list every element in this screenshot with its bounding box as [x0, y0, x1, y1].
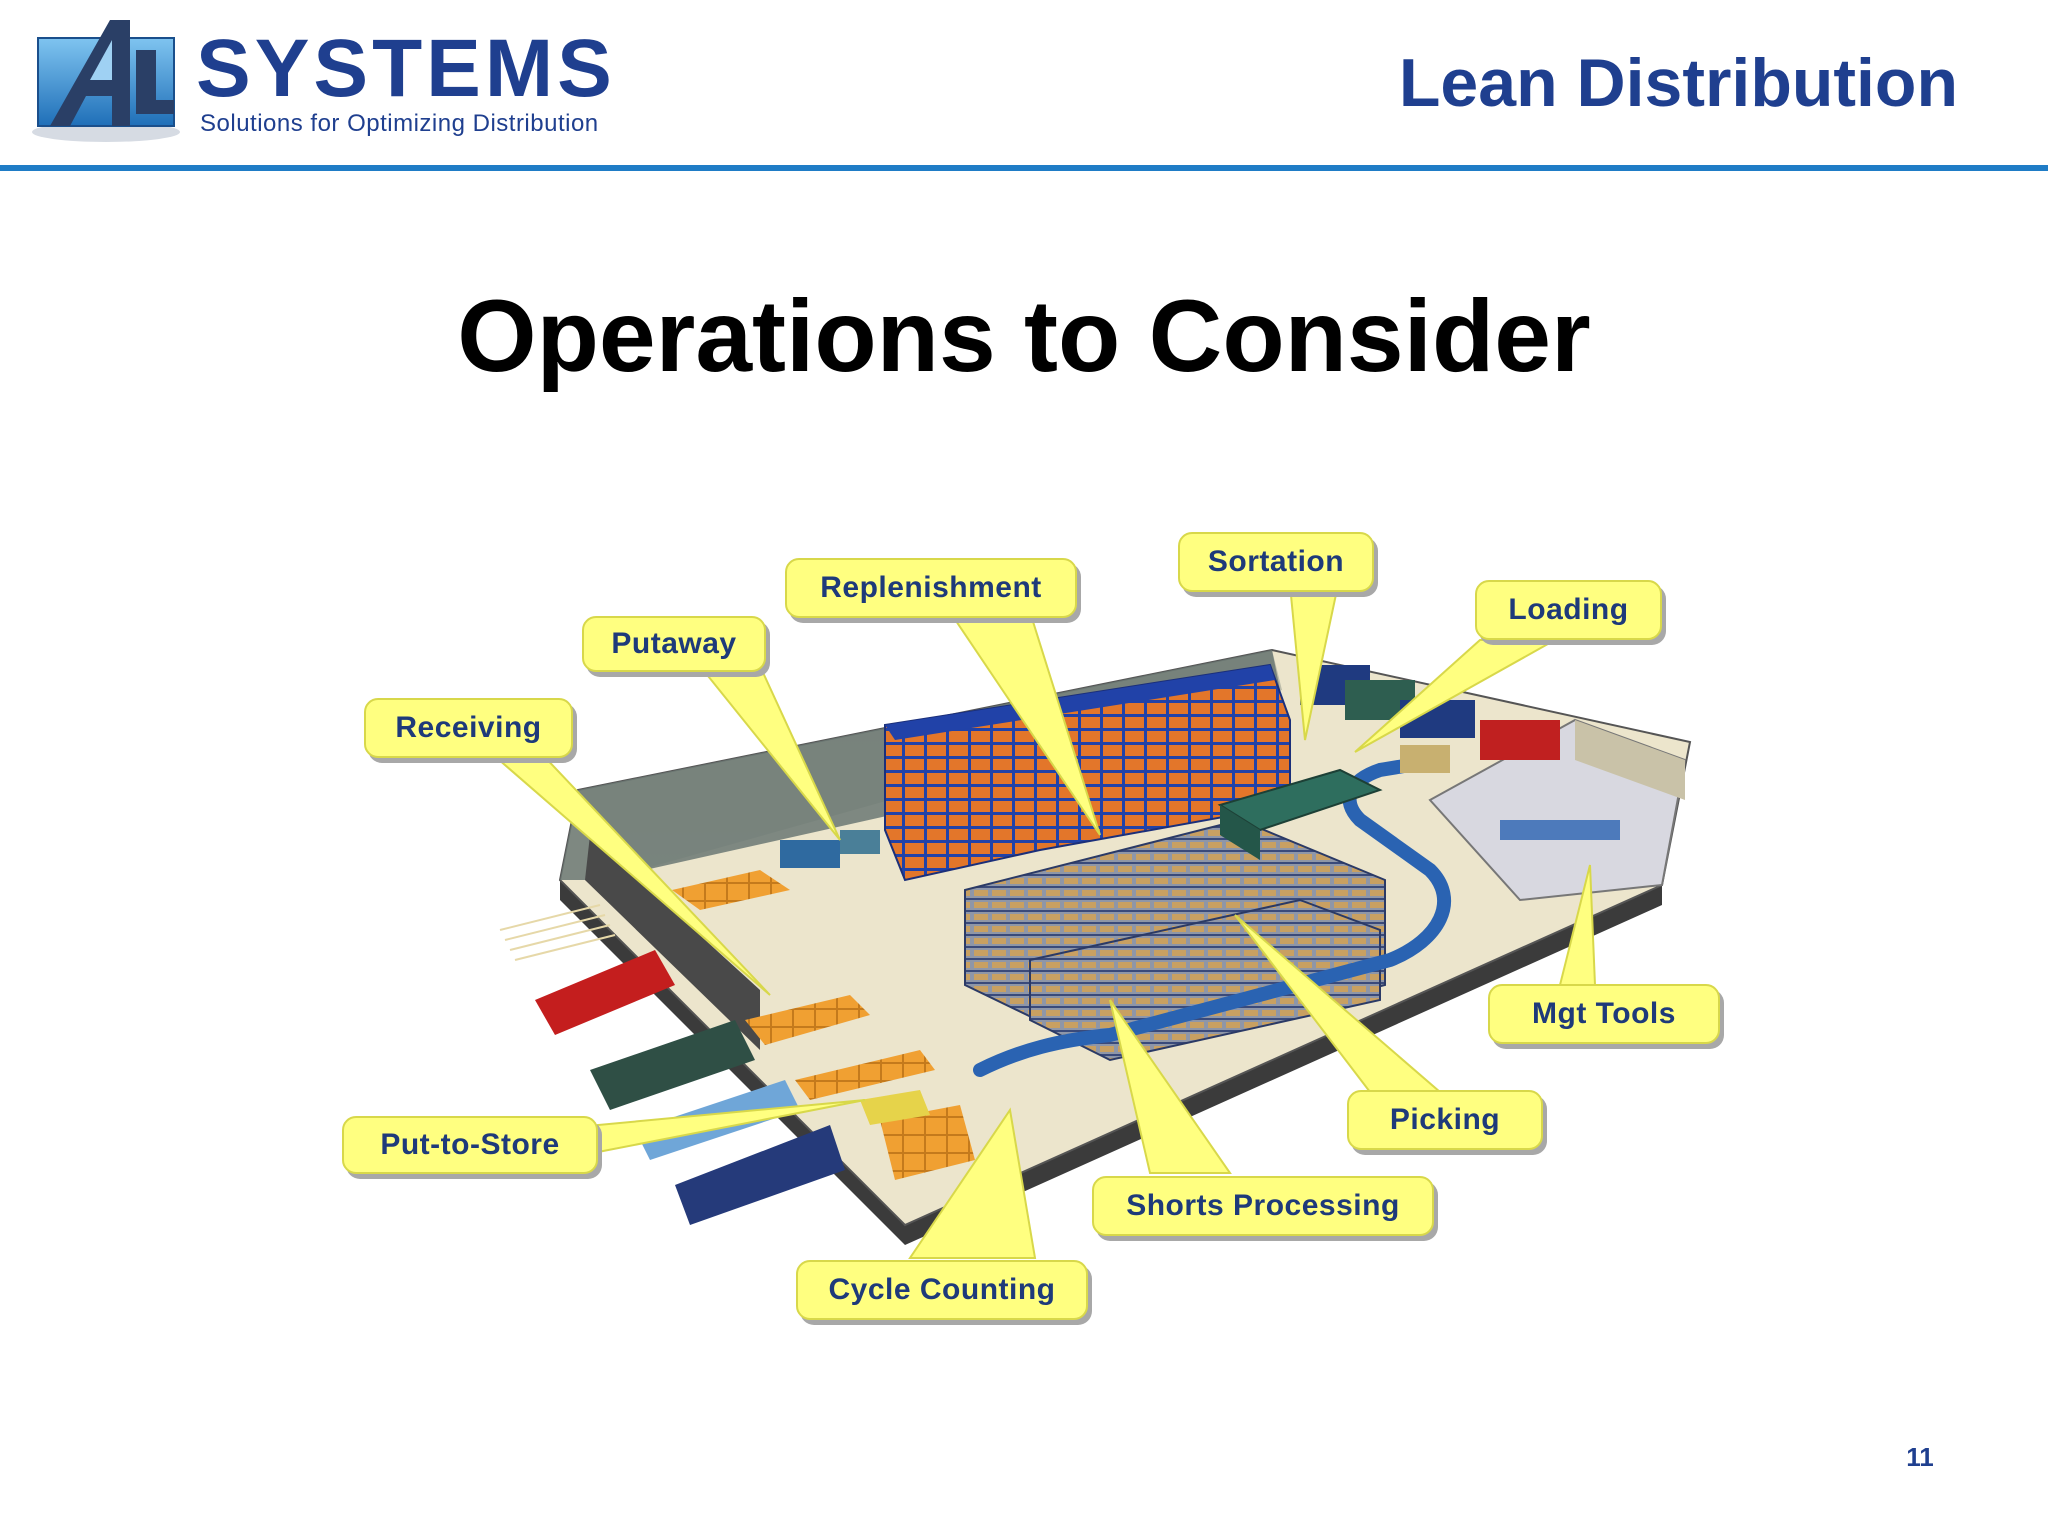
- callout-receiving: Receiving: [364, 698, 573, 758]
- callout-putaway: Putaway: [582, 616, 766, 672]
- sortation-units-front: [1220, 805, 1260, 860]
- high-bay-racks-top: [885, 665, 1275, 740]
- page-number: 11: [1906, 1442, 1934, 1472]
- callout-mgt-tools: Mgt Tools: [1488, 984, 1720, 1044]
- shorts-processing-pointer: [1109, 999, 1232, 1174]
- received-goods: [672, 830, 975, 1180]
- receiving-trucks: [535, 950, 845, 1225]
- slide-title: Operations to Consider: [457, 279, 1591, 393]
- logo-al-emblem: [32, 20, 180, 142]
- callout-cycle-counting: Cycle Counting: [796, 1260, 1088, 1320]
- callout-pointers: [487, 584, 1597, 1259]
- callout-put-to-store: Put-to-Store: [342, 1116, 598, 1174]
- dock-wall: [585, 835, 760, 1050]
- slide-header: SYSTEMS Solutions for Optimizing Distrib…: [0, 0, 2048, 172]
- logo-tagline: Solutions for Optimizing Distribution: [200, 110, 599, 137]
- loading-pointer: [1354, 639, 1559, 753]
- office-wall: [1575, 720, 1685, 800]
- header-title: Lean Distribution: [1398, 45, 1958, 121]
- dock-stripes: [499, 904, 616, 961]
- put-to-store-pointer: [597, 1099, 866, 1154]
- callout-picking: Picking: [1347, 1090, 1543, 1150]
- cycle-counting-pointer: [908, 1107, 1037, 1259]
- header-divider: [0, 165, 2048, 171]
- callout-loading: Loading: [1475, 580, 1662, 640]
- warehouse-illustration: [499, 648, 1692, 1245]
- callout-shorts-processing: Shorts Processing: [1092, 1176, 1434, 1236]
- office-desks: [1500, 820, 1620, 840]
- logo-wordmark: SYSTEMS: [196, 23, 616, 114]
- callout-replenishment: Replenishment: [785, 558, 1077, 618]
- company-logo: SYSTEMS Solutions for Optimizing Distrib…: [24, 14, 612, 144]
- callout-sortation: Sortation: [1178, 532, 1374, 592]
